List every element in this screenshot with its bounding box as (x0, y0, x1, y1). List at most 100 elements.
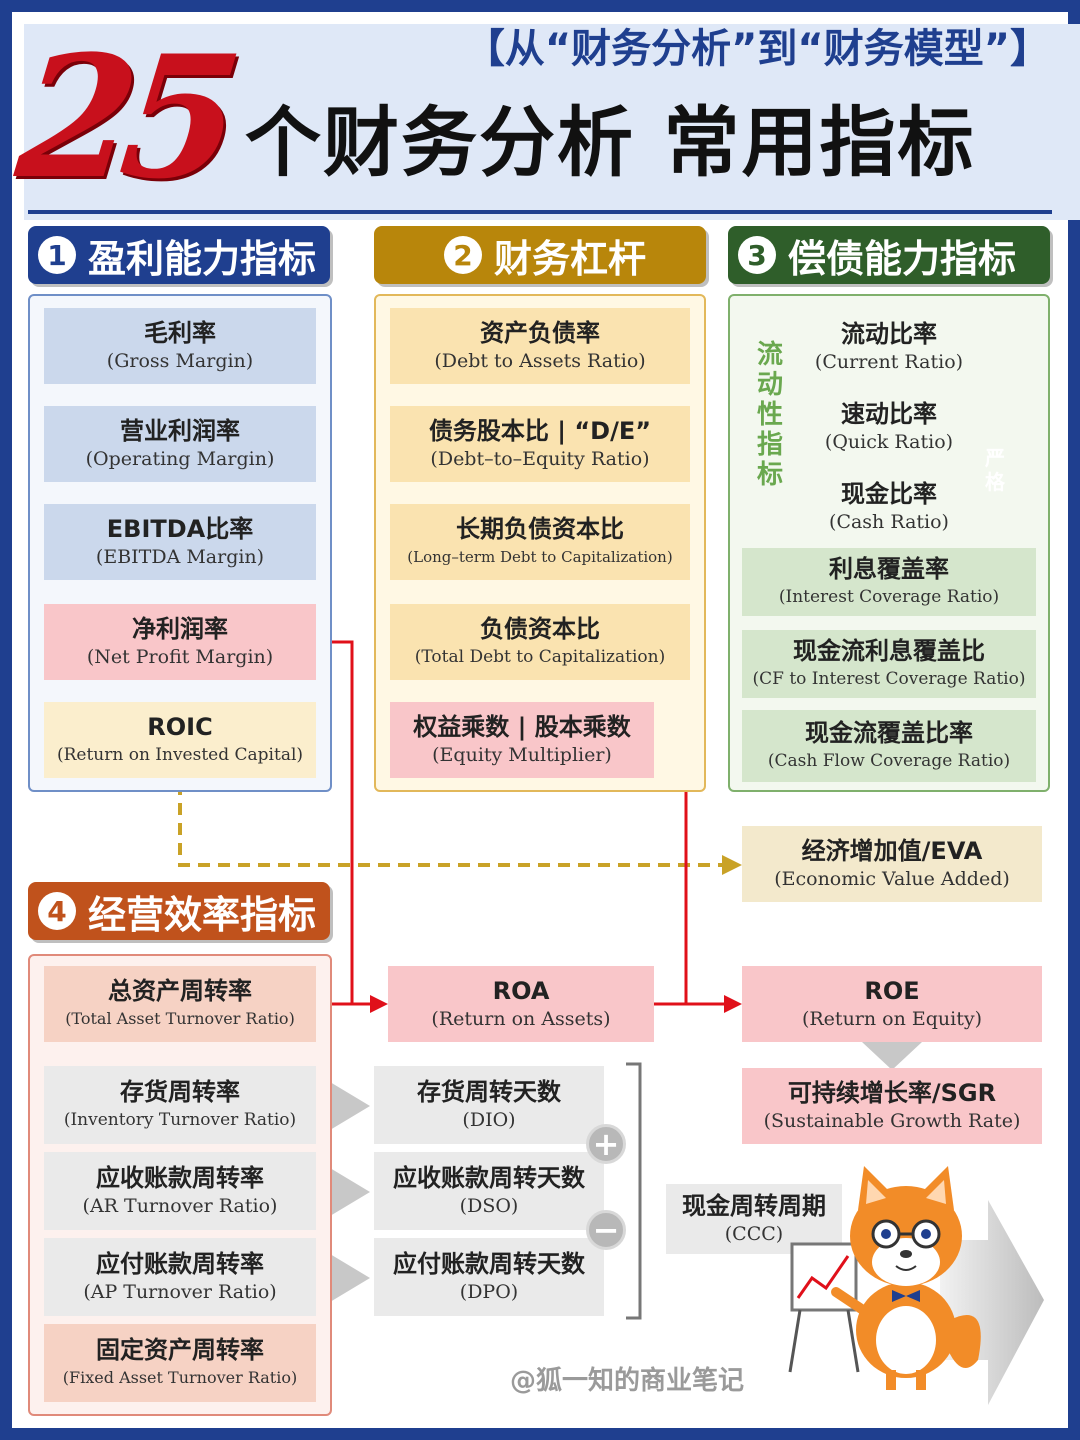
total-asset-turnover-box: 总资产周转率 (Total Asset Turnover Ratio) (44, 966, 316, 1042)
metric-name-en: (Cash Ratio) (829, 511, 949, 533)
long-term-debt-cap-box: 长期负债资本比 (Long–term Debt to Capitalizatio… (390, 504, 690, 580)
metric-name-zh: 经济增加值/EVA (801, 837, 983, 865)
fixed-asset-turnover-box: 固定资产周转率 (Fixed Asset Turnover Ratio) (44, 1324, 316, 1402)
eva-box: 经济增加值/EVA (Economic Value Added) (742, 826, 1042, 902)
metric-name-zh: 应收账款周转天数 (393, 1164, 585, 1192)
metric-name-en: (Fixed Asset Turnover Ratio) (62, 1368, 298, 1387)
metric-name-zh: 长期负债资本比 (456, 515, 624, 543)
metric-name-zh: 债务股本比 | “D/E” (428, 417, 652, 445)
section-title: 财务杠杆 (493, 236, 646, 281)
metric-name-zh: 应付账款周转天数 (393, 1250, 585, 1278)
section-number-badge: 3 (738, 236, 776, 274)
metric-name-en: (Total Debt to Capitalization) (414, 647, 666, 667)
total-debt-cap-box: 负债资本比 (Total Debt to Capitalization) (390, 604, 690, 680)
quick-ratio-box: 速动比率 (Quick Ratio) (812, 390, 966, 464)
debt-to-assets-box: 资产负债率 (Debt to Assets Ratio) (390, 308, 690, 384)
inventory-turnover-box: 存货周转率 (Inventory Turnover Ratio) (44, 1066, 316, 1144)
ebitda-margin-box: EBITDA比率 (EBITDA Margin) (44, 504, 316, 580)
section-number-badge: 2 (443, 236, 482, 274)
metric-name-en: (DPO) (459, 1281, 519, 1303)
section-number-badge: 4 (38, 892, 76, 930)
metric-name-zh: 营业利润率 (120, 417, 240, 445)
metric-name-zh: 权益乘数 | 股本乘数 (413, 713, 631, 741)
section-efficiency-header: 4 经营效率指标 (28, 882, 330, 940)
watermark: @狐一知的商业笔记 (510, 1366, 745, 1396)
metric-name-zh: 总资产周转率 (108, 977, 252, 1005)
roic-eva-connector (178, 783, 728, 867)
metric-name-zh: 流动比率 (841, 320, 937, 348)
gross-margin-box: 毛利率 (Gross Margin) (44, 308, 316, 384)
eva-arrowhead (722, 855, 742, 875)
metric-name-zh: 存货周转率 (120, 1078, 240, 1106)
metric-name-zh: 资产负债率 (480, 319, 600, 347)
metric-name-zh: 速动比率 (841, 400, 937, 428)
net-profit-margin-box: 净利润率 (Net Profit Margin) (44, 604, 316, 680)
interest-coverage-box: 利息覆盖率 (Interest Coverage Ratio) (742, 548, 1036, 616)
dpo-box: 应付账款周转天数 (DPO) (374, 1238, 604, 1316)
metric-name-en: (DIO) (462, 1109, 516, 1131)
section-number-badge: 1 (38, 236, 76, 274)
metric-name-zh: 可持续增长率/SGR (787, 1079, 997, 1107)
roe-arrowhead (724, 995, 742, 1013)
minus-icon: − (586, 1210, 626, 1250)
metric-name-zh: ROA (492, 977, 550, 1005)
metric-name-en: (Sustainable Growth Rate) (763, 1110, 1021, 1132)
operating-margin-box: 营业利润率 (Operating Margin) (44, 406, 316, 482)
metric-name-en: (Long–term Debt to Capitalization) (407, 548, 673, 566)
metric-name-zh: 现金流利息覆盖比 (793, 637, 985, 665)
section-title: 盈利能力指标 (88, 236, 317, 281)
metric-name-zh: 应收账款周转率 (96, 1164, 264, 1192)
metric-name-zh: 现金流覆盖比率 (805, 719, 973, 747)
metric-name-zh: ROE (864, 977, 920, 1005)
metric-name-zh: 存货周转天数 (417, 1078, 561, 1106)
metric-name-en: (Return on Invested Capital) (56, 745, 304, 765)
ar-turnover-box: 应收账款周转率 (AR Turnover Ratio) (44, 1152, 316, 1230)
metric-name-en: (CF to Interest Coverage Ratio) (752, 669, 1026, 689)
solvency-panel (728, 294, 1050, 792)
metric-name-en: (Interest Coverage Ratio) (778, 587, 1000, 607)
metric-name-en: (AP Turnover Ratio) (83, 1281, 277, 1303)
cash-ratio-box: 现金比率 (Cash Ratio) (812, 470, 966, 544)
metric-name-en: (Net Profit Margin) (86, 646, 274, 668)
metric-name-en: (Current Ratio) (814, 351, 964, 373)
metric-name-en: (Debt–to–Equity Ratio) (430, 448, 650, 470)
cash-flow-coverage-box: 现金流覆盖比率 (Cash Flow Coverage Ratio) (742, 710, 1036, 782)
current-ratio-box: 流动比率 (Current Ratio) (812, 310, 966, 384)
ccc-bracket (626, 1062, 642, 1320)
plus-icon: + (586, 1124, 626, 1164)
metric-name-en: (Operating Margin) (85, 448, 275, 470)
roic-box: ROIC (Return on Invested Capital) (44, 702, 316, 778)
ccc-box: 现金周转周期 (CCC) (666, 1184, 842, 1254)
metric-name-zh: 现金周转周期 (682, 1192, 826, 1220)
metric-name-en: (Equity Multiplier) (432, 744, 612, 766)
sgr-box: 可持续增长率/SGR (Sustainable Growth Rate) (742, 1068, 1042, 1144)
metric-name-en: (EBITDA Margin) (95, 546, 265, 568)
section-title: 经营效率指标 (88, 892, 317, 937)
roa-arrowhead (370, 995, 388, 1013)
metric-name-zh: 固定资产周转率 (96, 1336, 264, 1364)
subtitle: 【从“财务分析”到“财务模型”】 (464, 26, 1050, 72)
metric-name-zh: 负债资本比 (480, 615, 600, 643)
metric-name-zh: ROIC (147, 713, 213, 741)
metric-name-en: (Total Asset Turnover Ratio) (65, 1009, 295, 1028)
roe-box: ROE (Return on Equity) (742, 966, 1042, 1042)
metric-name-en: (Cash Flow Coverage Ratio) (767, 751, 1011, 771)
section-profitability-header: 1 盈利能力指标 (28, 226, 330, 284)
ccc-big-arrow-icon (940, 1200, 1044, 1405)
cf-interest-coverage-box: 现金流利息覆盖比 (CF to Interest Coverage Ratio) (742, 630, 1036, 698)
strict-label: 严格 (985, 446, 1005, 494)
metric-name-zh: 利息覆盖率 (829, 555, 949, 583)
metric-name-en: (Inventory Turnover Ratio) (63, 1110, 297, 1130)
roe-sgr-arrow-icon (862, 1042, 922, 1070)
metric-name-en: (Quick Ratio) (824, 431, 954, 453)
metric-name-en: (AR Turnover Ratio) (82, 1195, 278, 1217)
dso-box: 应收账款周转天数 (DSO) (374, 1152, 604, 1230)
metric-name-zh: 应付账款周转率 (96, 1250, 264, 1278)
metric-name-zh: EBITDA比率 (106, 515, 254, 543)
metric-name-en: (Economic Value Added) (774, 868, 1010, 890)
dio-box: 存货周转天数 (DIO) (374, 1066, 604, 1144)
ap-turnover-box: 应付账款周转率 (AP Turnover Ratio) (44, 1238, 316, 1316)
section-solvency-header: 3 偿债能力指标 (728, 226, 1050, 284)
section-leverage-header: 2 财务杠杆 (374, 226, 706, 284)
equity-multiplier-box: 权益乘数 | 股本乘数 (Equity Multiplier) (390, 702, 654, 778)
